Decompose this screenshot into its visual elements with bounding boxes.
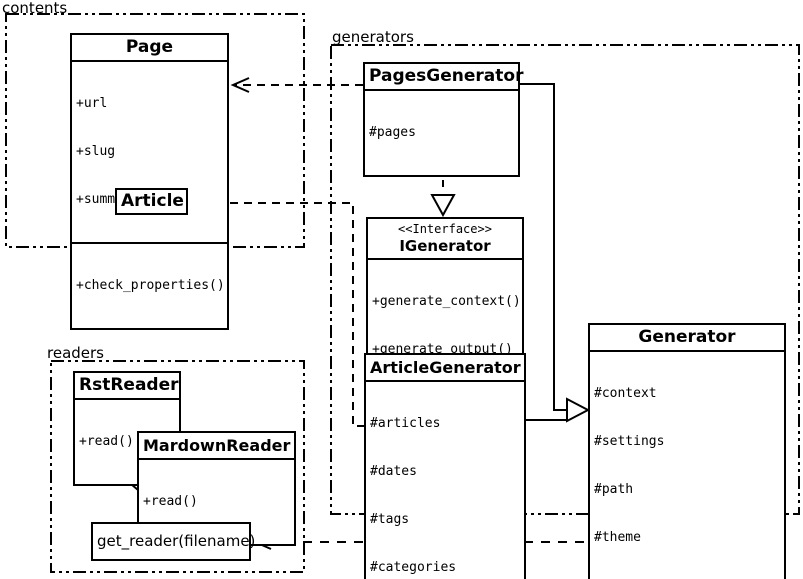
class-attribute: +slug [76, 144, 116, 159]
class-method: +read() [79, 434, 134, 449]
class-article: Article [115, 188, 188, 215]
class-name: Page [125, 37, 174, 57]
class-name: RstReader [79, 375, 179, 395]
class-method: +read() [143, 494, 198, 509]
class-attribute: #settings [594, 434, 665, 449]
class-articlegenerator: ArticleGenerator #articles #dates #tags … [364, 353, 526, 579]
class-name: MardownReader [143, 436, 291, 455]
package-label-generators: generators [332, 28, 414, 46]
class-method: +check_properties() [76, 278, 225, 293]
class-attribute: #theme [594, 530, 641, 545]
class-name: ArticleGenerator [370, 358, 521, 377]
class-stereotype: <<Interface>> [398, 222, 492, 236]
class-page: Page +url +slug +summary +check_properti… [70, 33, 229, 330]
class-rstreader: RstReader +read() [73, 371, 181, 486]
class-attribute: #path [594, 482, 634, 497]
node-get-reader: get_reader(filename) [91, 522, 256, 561]
class-name: Generator [638, 327, 736, 347]
hollow-triangle-icon [430, 194, 456, 218]
class-attribute: #context [594, 386, 657, 401]
edge-pagesgenerator-generator [519, 83, 567, 411]
edge-articlegenerator-article [193, 202, 365, 427]
class-name: PagesGenerator [369, 66, 524, 86]
open-arrowhead-icon [230, 77, 250, 93]
package-border-generators [330, 44, 800, 515]
class-attribute: #dates [370, 464, 417, 479]
class-pagesgenerator: PagesGenerator #pages [363, 62, 524, 177]
class-name: IGenerator [399, 237, 491, 255]
hollow-triangle-icon [566, 397, 591, 423]
function-label: get_reader(filename) [97, 532, 256, 550]
package-border-contents [5, 13, 305, 248]
class-generator: Generator #context #settings #path #them… [588, 323, 786, 579]
class-method: +generate_context() [372, 294, 521, 309]
package-border-readers [50, 360, 305, 573]
package-label-readers: readers [47, 344, 104, 362]
class-attribute: +url [76, 96, 108, 111]
class-attribute: #articles [370, 416, 441, 431]
package-label-contents: contents [2, 0, 68, 17]
class-attribute: #categories [370, 560, 457, 575]
class-attribute: #tags [370, 512, 410, 527]
class-name: Article [121, 191, 184, 211]
class-attribute: #pages [369, 125, 416, 140]
